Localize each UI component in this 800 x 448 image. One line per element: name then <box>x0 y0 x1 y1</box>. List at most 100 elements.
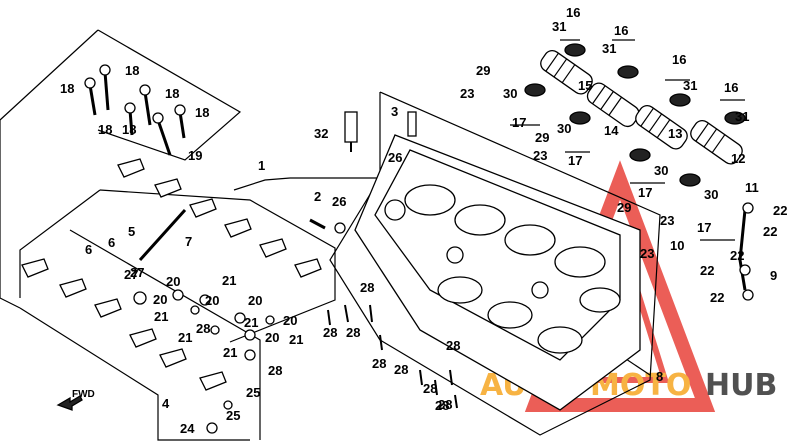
label-57: 20 <box>248 293 262 308</box>
label-46: 18 <box>122 122 136 137</box>
label-71: 28 <box>394 362 408 377</box>
head-port-1 <box>446 246 464 264</box>
frame-rocker-upper <box>99 189 336 343</box>
label-34: 22 <box>710 290 724 305</box>
cylinder-head <box>354 134 641 411</box>
label-51: 27 <box>124 267 138 282</box>
label-61: 21 <box>178 330 192 345</box>
spark-plug-32 <box>344 111 358 143</box>
label-70: 28 <box>372 356 386 371</box>
label-24: 22 <box>773 203 787 218</box>
small-parts <box>133 111 458 434</box>
label-66: 28 <box>268 363 282 378</box>
label-35: 1 <box>258 158 265 173</box>
rocker-upper-6 <box>294 258 322 278</box>
label-19: 31 <box>735 109 749 124</box>
label-54: 21 <box>222 273 236 288</box>
label-50: 6 <box>108 235 115 250</box>
label-58: 21 <box>154 309 168 324</box>
label-8: 17 <box>512 115 526 130</box>
rocker-upper-3 <box>189 198 217 218</box>
label-38: 3 <box>391 104 398 119</box>
label-37: 26 <box>332 194 346 209</box>
label-78: 25 <box>246 385 260 400</box>
rocker-upper-5 <box>259 238 287 258</box>
label-65: 21 <box>223 345 237 360</box>
frame-rocker-lower <box>69 229 261 440</box>
label-12: 23 <box>533 148 547 163</box>
label-16: 13 <box>668 126 682 141</box>
fwd-indicator: FWD <box>56 389 95 411</box>
label-63: 21 <box>289 332 303 347</box>
clamp-31b <box>617 65 639 79</box>
label-53: 20 <box>166 274 180 289</box>
rocker-lower-3 <box>94 298 122 318</box>
label-6: 30 <box>503 86 517 101</box>
rocker-lower-1 <box>21 258 49 278</box>
intake-tube-13 <box>635 104 688 150</box>
part-3 <box>407 111 417 137</box>
label-56: 20 <box>205 293 219 308</box>
cam-journal-3 <box>504 224 556 256</box>
clamp-30b <box>569 111 591 125</box>
intake-tubes <box>524 43 746 187</box>
rocker-lower-5 <box>159 348 187 368</box>
rocker-arms <box>21 158 322 391</box>
label-20: 12 <box>731 151 745 166</box>
label-21: 17 <box>638 185 652 200</box>
part-number-labels: 16 31 16 31 29 23 30 15 17 30 14 29 23 1… <box>60 5 787 436</box>
oil-pipe-banjo-top <box>742 202 754 214</box>
label-7: 15 <box>578 78 592 93</box>
label-69: 28 <box>346 325 360 340</box>
label-36: 2 <box>314 189 321 204</box>
label-30: 23 <box>640 246 654 261</box>
label-81: 27 <box>130 265 144 280</box>
label-60: 28 <box>196 321 210 336</box>
label-77: 4 <box>162 396 170 411</box>
rocker-upper-1 <box>117 158 145 178</box>
clamp-31c <box>669 93 691 107</box>
label-23: 11 <box>745 180 759 195</box>
combustion-chamber-2 <box>487 301 533 329</box>
label-75: 28 <box>438 397 452 412</box>
label-80: 24 <box>180 421 195 436</box>
frame-lines <box>0 29 745 441</box>
label-26: 23 <box>660 213 674 228</box>
head-bolt-hole <box>384 199 406 221</box>
rocker-shaft-5 <box>138 208 187 262</box>
label-76: 8 <box>656 369 663 384</box>
rocker-upper-4 <box>224 218 252 238</box>
clamp-30a <box>524 83 546 97</box>
label-2: 16 <box>614 23 628 38</box>
label-72: 28 <box>446 338 460 353</box>
label-62: 20 <box>283 313 297 328</box>
frame-label1-left <box>233 177 291 191</box>
label-79: 25 <box>226 408 240 423</box>
combustion-chamber-4 <box>579 287 621 313</box>
rocker-lower-6 <box>199 371 227 391</box>
cam-journal-1 <box>404 184 456 216</box>
label-42: 18 <box>60 81 74 96</box>
label-9: 30 <box>557 121 571 136</box>
label-4: 29 <box>476 63 490 78</box>
label-31: 22 <box>700 263 714 278</box>
cam-journal-2 <box>454 204 506 236</box>
label-68: 28 <box>323 325 337 340</box>
frame-rocker-upper-left <box>19 189 101 298</box>
rocker-lower-2 <box>59 278 87 298</box>
label-55: 20 <box>153 292 167 307</box>
intake-tube-12 <box>690 119 743 165</box>
combustion-chamber-1 <box>437 276 483 304</box>
clamp-31a <box>564 43 586 57</box>
part-2 <box>309 218 326 230</box>
frame-bolts-box <box>97 29 242 161</box>
label-25: 29 <box>617 200 631 215</box>
label-64: 20 <box>265 330 279 345</box>
combustion-chamber-3 <box>537 326 583 354</box>
label-15: 31 <box>683 78 697 93</box>
oil-pipe <box>700 202 754 301</box>
label-48: 5 <box>128 224 135 239</box>
label-41: 18 <box>125 63 139 78</box>
label-29: 17 <box>697 220 711 235</box>
